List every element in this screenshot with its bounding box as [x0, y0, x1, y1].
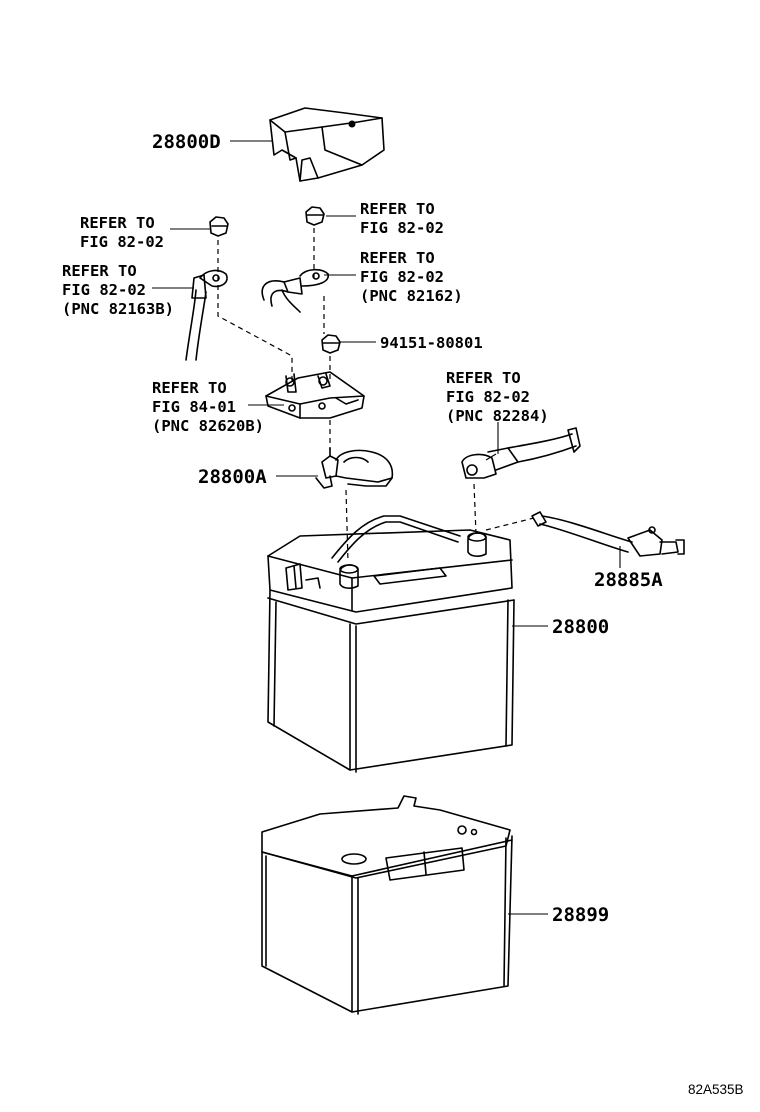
label-94151-80801: 94151-80801 — [380, 334, 483, 352]
label-nut-left-line2: FIG 82-02 — [80, 233, 164, 251]
label-cable-center-line1: REFER TO — [360, 249, 435, 267]
label-cable-left-line2: FIG 82-02 — [62, 281, 146, 299]
label-nut-center-line2: FIG 82-02 — [360, 219, 444, 237]
label-cable-left-line1: REFER TO — [62, 262, 137, 280]
cable-center-part[interactable] — [261, 268, 329, 313]
figure-code: 82A535B — [688, 1082, 744, 1097]
positive-terminal-part[interactable] — [315, 447, 394, 489]
label-neg-cable-line3: (PNC 82284) — [446, 407, 549, 425]
label-28800: 28800 — [552, 616, 609, 638]
fuse-block-part[interactable] — [265, 371, 365, 419]
battery-part[interactable] — [267, 515, 515, 773]
label-28899: 28899 — [552, 904, 609, 926]
negative-cable-part[interactable] — [461, 427, 581, 479]
label-fuse-block-line2: FIG 84-01 — [152, 398, 236, 416]
label-neg-cable-line2: FIG 82-02 — [446, 388, 530, 406]
label-28885A: 28885A — [594, 569, 663, 591]
label-nut-left-line1: REFER TO — [80, 214, 155, 232]
nut-left-part[interactable] — [209, 216, 229, 237]
terminal-cover-part[interactable] — [269, 107, 385, 182]
label-cable-left-line3: (PNC 82163B) — [62, 300, 174, 318]
battery-case-part[interactable] — [261, 795, 513, 1015]
label-fuse-block-line3: (PNC 82620B) — [152, 417, 264, 435]
label-nut-center-line1: REFER TO — [360, 200, 435, 218]
sensor-wire-part[interactable] — [531, 511, 685, 557]
label-neg-cable-line1: REFER TO — [446, 369, 521, 387]
nut-center-part[interactable] — [305, 206, 325, 226]
label-28800A: 28800A — [198, 466, 267, 488]
label-cable-center-line3: (PNC 82162) — [360, 287, 463, 305]
leader-lines — [152, 140, 621, 915]
cable-left-part[interactable] — [185, 269, 228, 361]
label-28800D: 28800D — [152, 131, 221, 153]
assembly-guide-lines — [217, 228, 535, 563]
label-fuse-block-line1: REFER TO — [152, 379, 227, 397]
nut-94151-part[interactable] — [321, 334, 341, 354]
label-cable-center-line2: FIG 82-02 — [360, 268, 444, 286]
